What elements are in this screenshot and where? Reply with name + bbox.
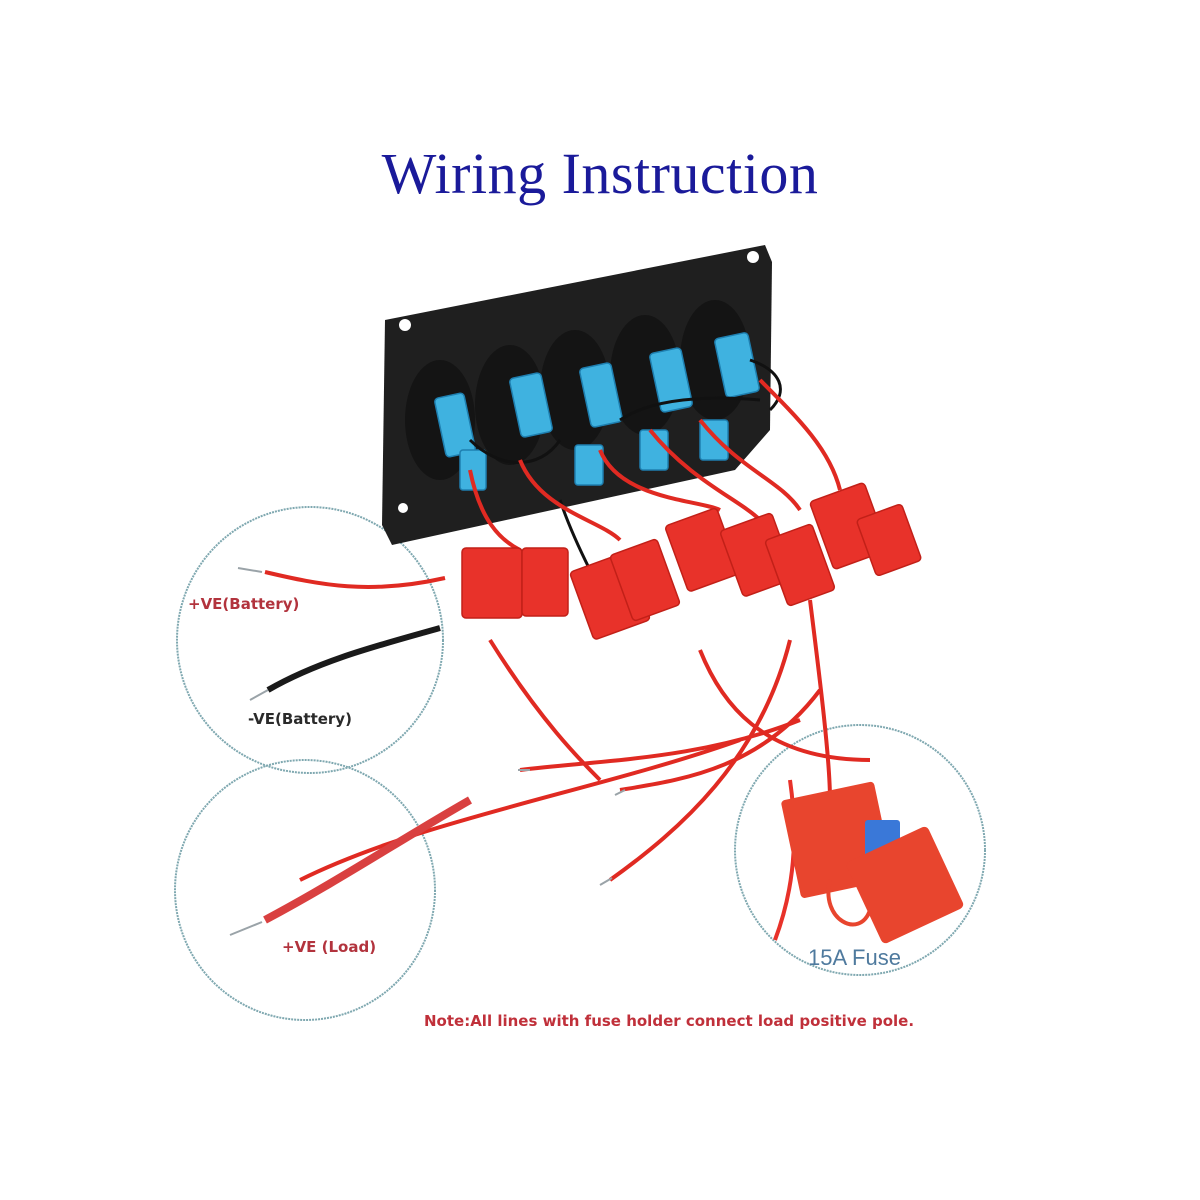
switch-connectors	[434, 332, 760, 491]
battery-callout-circle	[176, 506, 444, 774]
positive-battery-label: +VE(Battery)	[188, 595, 300, 613]
callout-circles	[174, 506, 986, 1021]
battery-negative-wire	[266, 625, 441, 693]
red-wires	[263, 378, 871, 924]
diagram-title: Wiring Instruction	[381, 141, 819, 206]
load-callout-circle	[174, 759, 436, 1021]
fuse-holders	[461, 482, 922, 640]
positive-load-label: +VE (Load)	[282, 938, 377, 956]
stripped-wire-ends	[229, 567, 626, 936]
negative-battery-label: -VE(Battery)	[248, 710, 352, 728]
wiring-note: Note:All lines with fuse holder connect …	[424, 1012, 915, 1030]
switch-panel	[382, 245, 772, 545]
fuse-callout-circle	[734, 724, 986, 976]
fuse-detail	[773, 779, 964, 944]
fuse-rating-label: 15A Fuse	[808, 945, 901, 970]
